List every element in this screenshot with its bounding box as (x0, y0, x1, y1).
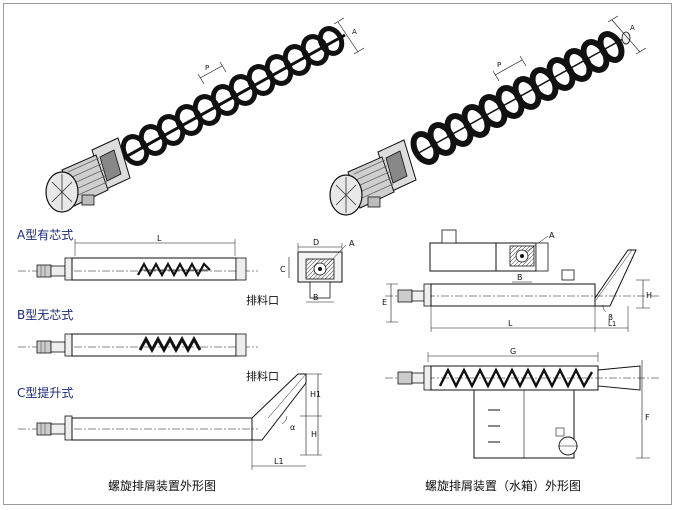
dim-H-tank: H (646, 291, 652, 300)
discharge-port-label-2: 排料口 (246, 370, 279, 383)
dim-A-tank: A (549, 231, 555, 240)
type-b-side-view (18, 333, 258, 357)
dim-C: C (280, 265, 286, 274)
dim-G: G (510, 347, 516, 356)
type-a-label: A型有芯式 (17, 228, 74, 242)
dim-B: B (313, 293, 319, 302)
tank-assembly-side: A B β H E L L1 (382, 229, 660, 332)
type-c-side-view: H1 H α L1 (18, 373, 322, 470)
dim-L-a: L (157, 234, 162, 243)
dim-H: H (311, 430, 317, 439)
right-caption: 螺旋排屑装置（水箱）外形图 (425, 479, 582, 493)
screw-3d-coreless: P A (329, 15, 647, 216)
dim-L1-c: L1 (274, 457, 284, 466)
discharge-port-label-1: 排料口 (246, 294, 279, 307)
tank-assembly-front: G F (385, 347, 660, 459)
type-b-label: B型无芯式 (17, 308, 74, 322)
cross-section-view: D A C B (280, 238, 355, 303)
left-caption: 螺旋排屑装置外形图 (108, 479, 217, 493)
dim-F: F (645, 413, 650, 422)
screw-3d-with-core: P A (45, 17, 365, 213)
dim-B-tank: B (517, 273, 523, 282)
diameter-label-b: A (630, 24, 635, 32)
dim-L-tank: L (508, 319, 513, 328)
dim-D: D (313, 238, 319, 247)
type-c-label: C型提升式 (17, 386, 74, 400)
diameter-label-a: A (352, 28, 357, 36)
helix-coils-a (120, 26, 345, 166)
dim-E: E (382, 298, 387, 307)
type-a-side-view: L (18, 234, 258, 281)
pitch-label-a: P (205, 64, 209, 72)
dim-L1-tank: L1 (608, 320, 616, 328)
dim-A-section: A (349, 239, 355, 248)
dim-beta: β (608, 313, 613, 322)
helix-coils-b (410, 31, 625, 165)
dim-alpha: α (290, 423, 295, 432)
pitch-label-b: P (497, 61, 501, 69)
dim-H1: H1 (310, 390, 321, 399)
